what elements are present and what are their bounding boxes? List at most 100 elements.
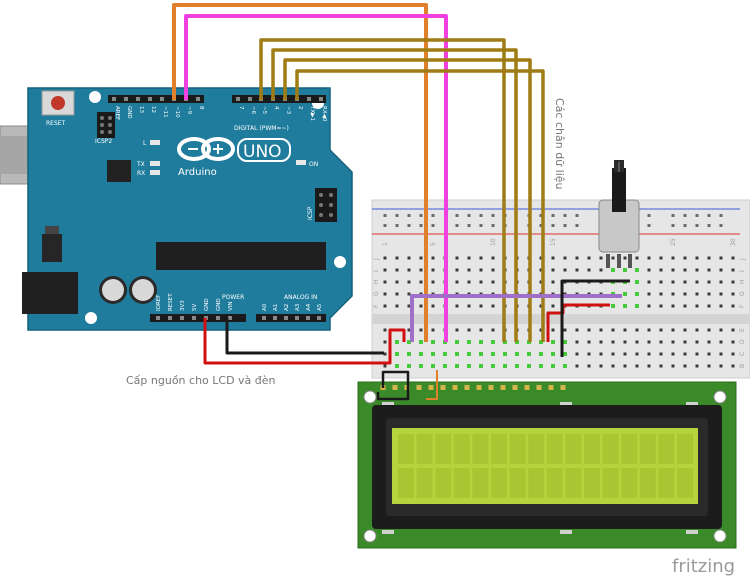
power-label: POWER [222, 294, 244, 301]
column-number: 15 [550, 238, 557, 246]
row-letter: J [739, 258, 746, 261]
lcd-cell [416, 468, 433, 498]
analog-label: ANALOG IN [284, 294, 317, 301]
lcd-character-cells [398, 434, 693, 498]
digital-pin-label: 13 [138, 106, 144, 113]
power-jack [22, 272, 78, 314]
usb-chip [107, 160, 131, 182]
lcd-cell [509, 434, 526, 464]
lcd-cell [602, 434, 619, 464]
analog-pin-label: A2 [284, 304, 290, 311]
lcd-cell [639, 468, 656, 498]
wire-magenta-d11 [184, 14, 448, 342]
digital-pin-label: ~5 [261, 106, 267, 115]
digital-pin-label: AREF [114, 106, 120, 120]
board-brand: Arduino [178, 167, 217, 178]
arduino-logo-icon [177, 137, 235, 161]
lcd-cell [453, 434, 470, 464]
digital-pin-label: ~10 [174, 106, 180, 118]
column-number: 1 [382, 242, 389, 246]
row-letter: D [739, 339, 746, 344]
atmega-chip [156, 242, 326, 270]
icsp-header [315, 188, 337, 222]
icsp-label: ICSP [307, 206, 314, 220]
led-l-label: L [143, 140, 147, 147]
icsp2-header [97, 112, 115, 138]
lcd-cell [658, 468, 675, 498]
digital-pin-label: 4 [273, 106, 279, 110]
wire-purple-contrast [410, 294, 622, 342]
power-supply-annotation: Cấp nguồn cho LCD và đèn [126, 374, 276, 387]
voltage-regulator [42, 234, 62, 262]
lcd-cell [528, 434, 545, 464]
led-rx [150, 170, 160, 175]
icsp2-label: ICSP2 [95, 138, 112, 145]
wire-orange-d12 [172, 3, 428, 342]
power-pin-label: 3V3 [180, 300, 186, 311]
analog-header [256, 314, 326, 322]
lcd-cell [677, 468, 693, 498]
row-letter: I [739, 270, 746, 272]
lcd-cell [602, 468, 619, 498]
led-l [150, 140, 160, 145]
lcd-cell [416, 434, 433, 464]
led-rx-label: RX [137, 170, 145, 177]
led-on-label: ON [309, 161, 318, 168]
lcd-cell [584, 468, 600, 498]
lcd-cell [398, 468, 414, 498]
digital-pin-label: ~11 [162, 106, 168, 118]
power-pin-label: IOREF [156, 295, 162, 311]
lcd-cell [398, 434, 414, 464]
analog-pin-label: A1 [273, 304, 279, 311]
analog-pin-label: A4 [306, 303, 312, 311]
row-letter: H [373, 279, 380, 284]
row-letter: C [739, 352, 746, 356]
lcd-cell [677, 434, 693, 464]
wire-black-gnd-lcd [376, 370, 410, 401]
lcd-cell [658, 434, 675, 464]
digital-pin-label: TX▶1 [309, 105, 315, 121]
lcd-cell [472, 468, 489, 498]
digital-pin-label: 2 [297, 106, 303, 110]
wire-gold-d3 [283, 58, 532, 342]
lcd-cell [435, 468, 452, 498]
power-header [150, 314, 246, 322]
potentiometer [598, 160, 640, 268]
lcd-cell [546, 468, 563, 498]
digital-pin-label: ~3 [285, 106, 291, 115]
row-letter: E [739, 328, 746, 332]
power-pin-label: RESET [168, 293, 174, 311]
lcd-cell [528, 468, 545, 498]
lcd-cell [565, 434, 582, 464]
digital-pin-label: RX◀0 [321, 106, 327, 122]
analog-pin-label: A0 [262, 303, 268, 311]
wire-gold-d5 [259, 38, 506, 342]
column-number: 30 [730, 238, 737, 246]
lcd-cell [621, 434, 638, 464]
digital-header-right [232, 95, 326, 103]
row-letter: J [373, 258, 380, 261]
lcd-cell [639, 434, 656, 464]
reset-label: RESET [46, 120, 66, 127]
row-letter: G [373, 291, 380, 296]
row-letter: F [739, 304, 746, 308]
arduino-uno-board: RESET ICSP2 L TX RX ON UNO Arduino [0, 87, 353, 331]
digital-pin-label: 12 [150, 106, 156, 113]
power-pin-label: GND [216, 298, 222, 311]
lcd-cell [621, 468, 638, 498]
digital-pin-label: 8 [198, 106, 204, 110]
wires [172, 3, 630, 401]
wire-gold-d2 [295, 69, 545, 342]
lcd-cell [546, 434, 563, 464]
led-on [296, 160, 306, 165]
digital-pin-label: GND [126, 106, 132, 119]
row-letter: G [739, 291, 746, 296]
wire-orange-lcd [426, 370, 438, 400]
column-number: 5 [430, 242, 437, 246]
lcd-cell [565, 468, 582, 498]
digital-label: DIGITAL (PWM=~) [234, 125, 289, 132]
digital-pin-label: 7 [238, 106, 244, 110]
